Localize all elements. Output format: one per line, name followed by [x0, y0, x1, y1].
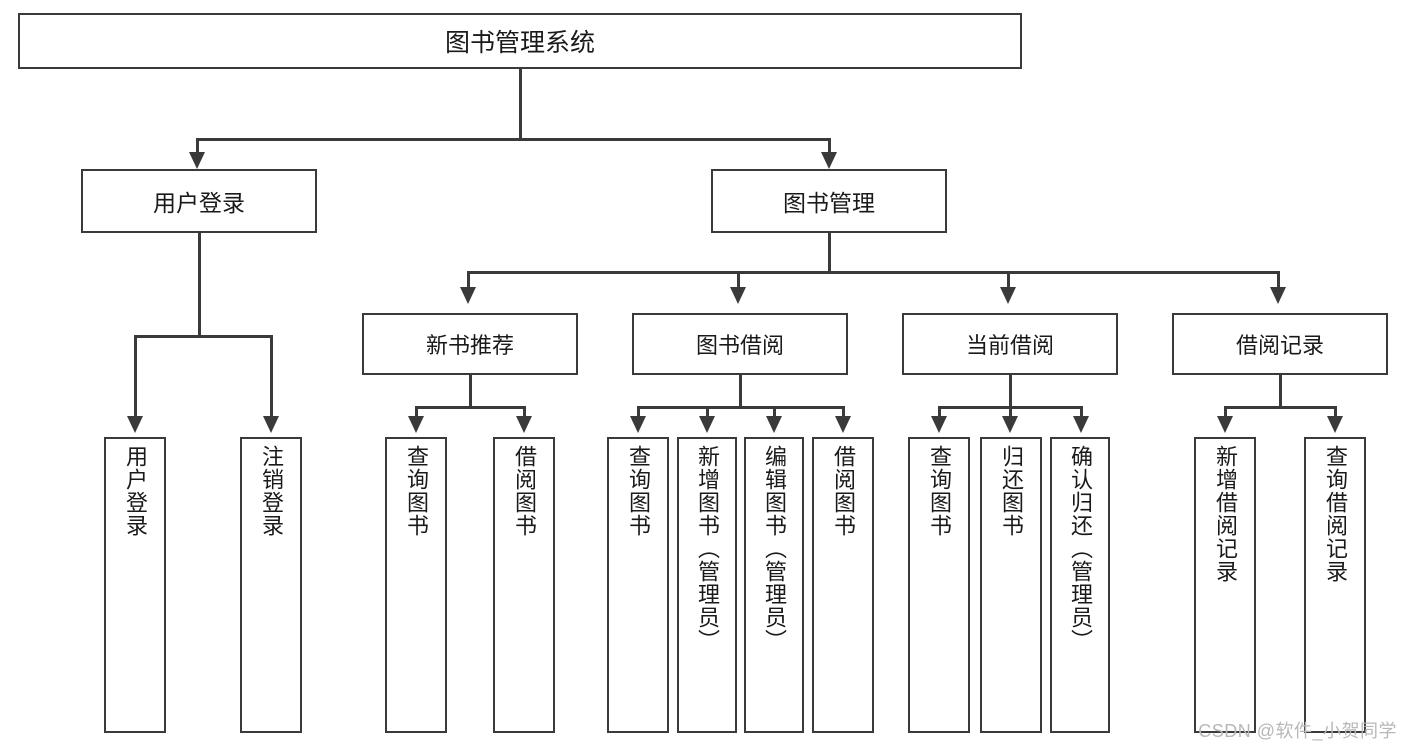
connector-root-to-book-management	[828, 138, 831, 156]
connector-book-borrow-to-leaf-2	[773, 406, 776, 418]
node-label: 图书管理	[783, 190, 875, 216]
node-new-book-recommend[interactable]: 新书推荐	[362, 313, 578, 375]
leaf-label: 用户登录	[122, 445, 148, 537]
arrow-current-borrow-to-leaf-1	[1002, 416, 1018, 433]
leaf-borrow-record-add-record[interactable]: 新增借阅记录	[1194, 437, 1256, 733]
connector-user-login-to-leaf-1	[270, 335, 273, 420]
connector-book-management-stem	[828, 233, 831, 273]
node-book-management[interactable]: 图书管理	[711, 169, 947, 233]
connector-borrow-record-bus	[1224, 406, 1337, 409]
connector-current-borrow-stem	[1009, 375, 1012, 408]
connector-book-borrow-stem	[739, 375, 742, 408]
leaf-new-book-query-book[interactable]: 查询图书	[385, 437, 447, 733]
arrow-borrow-record-to-leaf-1	[1327, 416, 1343, 433]
connector-book-borrow-to-leaf-0	[637, 406, 640, 418]
arrow-user-login-to-leaf-1	[263, 416, 279, 433]
connector-new-book-bus	[415, 406, 526, 409]
arrow-book-borrow-to-leaf-1	[699, 416, 715, 433]
node-label: 图书管理系统	[444, 29, 595, 57]
connector-new-book-to-leaf-0	[415, 406, 418, 418]
leaf-current-borrow-confirm-return-admin[interactable]: 确认归还（管理员）	[1050, 437, 1110, 733]
leaf-label: 借阅图书	[830, 445, 856, 537]
leaf-label: 归还图书	[998, 445, 1024, 537]
connector-current-borrow-to-leaf-1	[1009, 406, 1012, 418]
arrow-book-borrow-to-leaf-3	[835, 416, 851, 433]
connector-new-book-to-leaf-1	[523, 406, 526, 418]
arrow-bm-to-current-borrow	[1000, 287, 1016, 304]
connector-book-borrow-bus	[637, 406, 845, 409]
node-user-login[interactable]: 用户登录	[81, 169, 317, 233]
connector-borrow-record-to-leaf-1	[1334, 406, 1337, 418]
arrow-current-borrow-to-leaf-0	[931, 416, 947, 433]
node-label: 当前借阅	[965, 333, 1054, 358]
connector-bm-to-book-borrow	[737, 271, 740, 291]
connector-root-bus	[196, 138, 831, 141]
connector-book-management-bus	[467, 271, 1279, 274]
leaf-label: 借阅图书	[511, 445, 537, 537]
connector-bm-to-borrow-record	[1277, 271, 1280, 291]
node-current-borrow[interactable]: 当前借阅	[902, 313, 1118, 375]
leaf-user-login-logout[interactable]: 注销登录	[240, 437, 302, 733]
leaf-user-login-login[interactable]: 用户登录	[104, 437, 166, 733]
leaf-label: 查询借阅记录	[1322, 445, 1348, 583]
node-label: 借阅记录	[1235, 333, 1324, 358]
leaf-label: 新增借阅记录	[1212, 445, 1238, 583]
connector-borrow-record-to-leaf-0	[1224, 406, 1227, 418]
arrow-bm-to-book-borrow	[730, 287, 746, 304]
connector-root-to-user-login	[196, 138, 199, 156]
leaf-borrow-record-query-record[interactable]: 查询借阅记录	[1304, 437, 1366, 733]
connector-bm-to-current-borrow	[1007, 271, 1010, 291]
leaf-book-borrow-query-book[interactable]: 查询图书	[607, 437, 669, 733]
leaf-label: 查询图书	[625, 445, 651, 537]
node-label: 用户登录	[153, 190, 245, 216]
connector-new-book-stem	[469, 375, 472, 408]
arrow-book-borrow-to-leaf-2	[766, 416, 782, 433]
arrow-bm-to-new-book	[460, 287, 476, 304]
connector-bm-to-new-book	[467, 271, 470, 291]
connector-borrow-record-stem	[1279, 375, 1282, 408]
leaf-label: 确认归还（管理员）	[1067, 445, 1093, 652]
node-label: 图书借阅	[695, 333, 784, 358]
connector-user-login-stem	[198, 233, 201, 337]
leaf-label: 注销登录	[258, 445, 284, 537]
arrow-borrow-record-to-leaf-0	[1217, 416, 1233, 433]
connector-root-stem	[519, 69, 522, 140]
arrow-new-book-to-leaf-0	[408, 416, 424, 433]
arrow-user-login-to-leaf-0	[127, 416, 143, 433]
node-root-book-management-system[interactable]: 图书管理系统	[18, 13, 1022, 69]
arrow-new-book-to-leaf-1	[516, 416, 532, 433]
leaf-current-borrow-query-book[interactable]: 查询图书	[908, 437, 970, 733]
leaf-book-borrow-add-book-admin[interactable]: 新增图书（管理员）	[677, 437, 737, 733]
node-label: 新书推荐	[425, 333, 514, 358]
arrow-root-to-user-login	[189, 152, 205, 169]
arrow-current-borrow-to-leaf-2	[1073, 416, 1089, 433]
leaf-book-borrow-edit-book-admin[interactable]: 编辑图书（管理员）	[744, 437, 804, 733]
connector-current-borrow-to-leaf-0	[938, 406, 941, 418]
csdn-watermark: CSDN @软件_小贺同学	[1198, 721, 1397, 741]
connector-current-borrow-to-leaf-2	[1080, 406, 1083, 418]
leaf-new-book-borrow-book[interactable]: 借阅图书	[493, 437, 555, 733]
node-borrow-record[interactable]: 借阅记录	[1172, 313, 1388, 375]
connector-book-borrow-to-leaf-1	[706, 406, 709, 418]
connector-book-borrow-to-leaf-3	[842, 406, 845, 418]
connector-user-login-bus	[134, 335, 273, 338]
leaf-label: 新增图书（管理员）	[694, 445, 720, 652]
leaf-label: 查询图书	[926, 445, 952, 537]
arrow-root-to-book-management	[821, 152, 837, 169]
leaf-book-borrow-borrow-book[interactable]: 借阅图书	[812, 437, 874, 733]
arrow-bm-to-borrow-record	[1270, 287, 1286, 304]
leaf-label: 编辑图书（管理员）	[761, 445, 787, 652]
connector-user-login-to-leaf-0	[134, 335, 137, 420]
leaf-current-borrow-return-book[interactable]: 归还图书	[980, 437, 1042, 733]
arrow-book-borrow-to-leaf-0	[630, 416, 646, 433]
leaf-label: 查询图书	[403, 445, 429, 537]
node-book-borrow[interactable]: 图书借阅	[632, 313, 848, 375]
